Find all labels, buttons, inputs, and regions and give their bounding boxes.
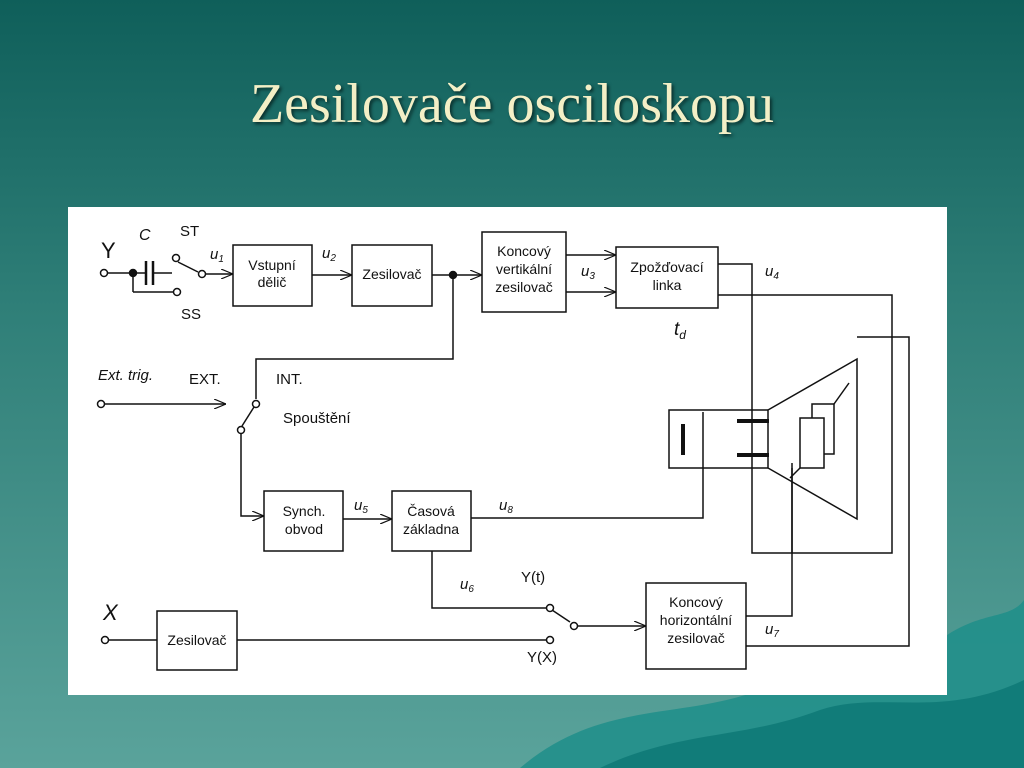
amplifier-label: Zesilovač xyxy=(362,266,421,282)
st-contact xyxy=(171,253,181,263)
sync-circuit-label: Synch.obvod xyxy=(283,503,326,537)
capacitor-label: C xyxy=(139,227,151,244)
slide-title: Zesilovače osciloskopu xyxy=(249,73,775,135)
x-input-label: X xyxy=(102,600,119,625)
ss-label: SS xyxy=(181,306,201,323)
sync-circuit-block xyxy=(263,490,344,552)
horizontal-output-block xyxy=(645,582,747,670)
st-label: ST xyxy=(180,223,199,240)
signal-u8-label: u8 xyxy=(499,497,513,516)
signal-u1-label: u1 xyxy=(210,246,224,265)
y-input-label: Y xyxy=(101,238,116,263)
signal-u7-label: u7 xyxy=(765,621,779,640)
delay-line-block xyxy=(615,246,719,309)
crt-tube xyxy=(668,357,858,521)
diagram-panel: Y C ST SS u1 u2 u3 u4 u5 u6 u7 u8 td Ext… xyxy=(68,207,947,695)
x-amplifier-label: Zesilovač xyxy=(167,632,226,648)
ext-trig-terminal xyxy=(96,399,106,409)
yx-contact xyxy=(545,635,555,645)
yx-label: Y(X) xyxy=(527,649,557,666)
signal-u4-label: u4 xyxy=(765,263,779,282)
signal-u3-label: u3 xyxy=(581,263,595,282)
mode-switch xyxy=(551,609,571,623)
delay-time-label: td xyxy=(674,319,686,342)
signal-u6-label: u6 xyxy=(460,576,474,595)
vertical-output-block xyxy=(481,231,567,313)
signal-u5-label: u5 xyxy=(354,497,368,516)
ext-label: EXT. xyxy=(189,371,221,388)
trigger-switch xyxy=(241,406,255,427)
int-label: INT. xyxy=(276,371,303,388)
yt-contact xyxy=(545,603,555,613)
y-input-terminal xyxy=(99,268,109,278)
x-input-terminal xyxy=(100,635,110,645)
yt-label: Y(t) xyxy=(521,569,545,586)
trigger-label: Spouštění xyxy=(283,410,351,427)
signal-u2-label: u2 xyxy=(322,245,336,264)
oscilloscope-block-diagram: Y C ST SS u1 u2 u3 u4 u5 u6 u7 u8 td Ext… xyxy=(96,223,910,671)
ss-contact xyxy=(172,287,182,297)
coupling-switch xyxy=(177,261,199,273)
ext-trig-label: Ext. trig. xyxy=(98,367,153,384)
